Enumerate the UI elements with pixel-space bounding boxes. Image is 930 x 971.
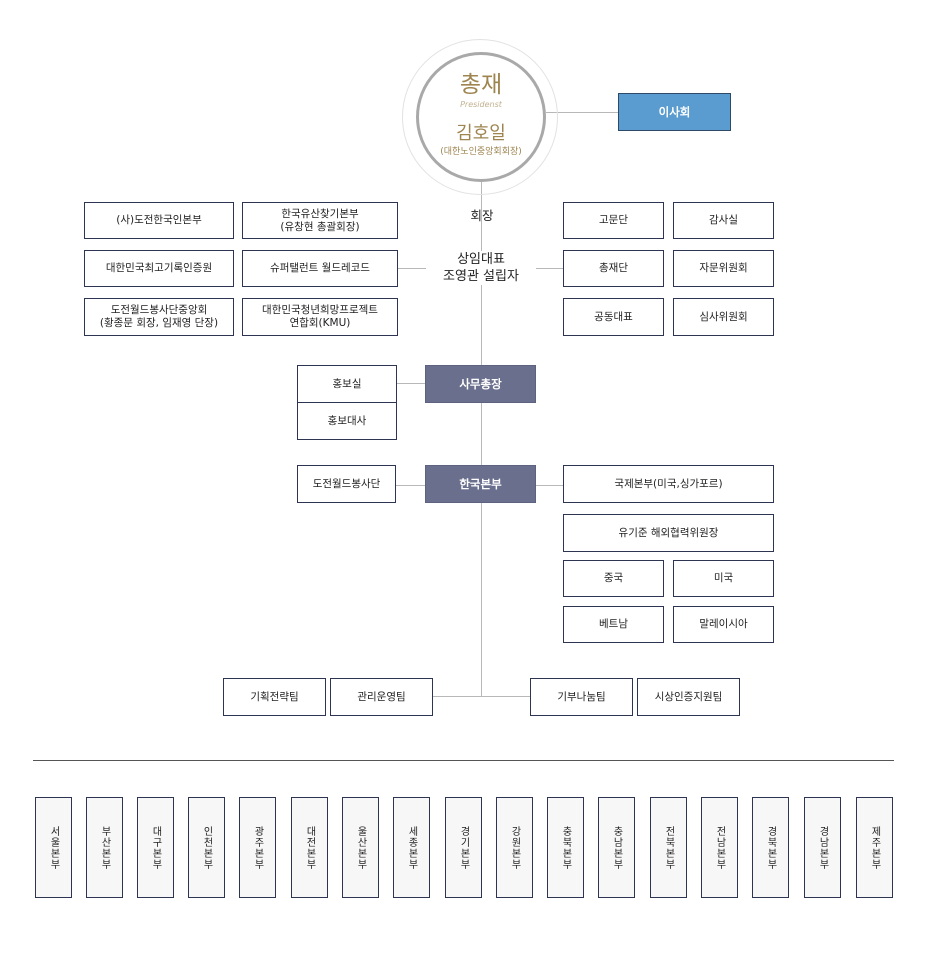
- right-org-connector: [529, 268, 563, 269]
- region-label: 전북본부: [663, 825, 674, 870]
- region-label: 경남본부: [817, 825, 828, 870]
- ceo-name: 조영관 설립자: [443, 269, 519, 284]
- chairman-label: 회장: [470, 208, 494, 223]
- org-super-talent: 슈퍼탤런트 월드레코드: [242, 250, 398, 287]
- intl-connector: [536, 485, 563, 486]
- region-label: 충북본부: [560, 825, 571, 870]
- region-jeonnam: 전남본부: [701, 797, 738, 898]
- president-role: (대한노인중앙회회장): [440, 147, 522, 157]
- president-circle: 총재 Presidenst 김호일 (대한노인중앙회회장): [416, 52, 546, 182]
- region-jeonbuk: 전북본부: [650, 797, 687, 898]
- region-sejong: 세종본부: [393, 797, 430, 898]
- org-volunteer-central: 도전월드봉사단중앙회 (황종문 회장, 임재영 단장): [84, 298, 234, 336]
- country-malaysia: 말레이시아: [673, 606, 774, 643]
- country-usa: 미국: [673, 560, 774, 597]
- region-chungnam: 충남본부: [598, 797, 635, 898]
- region-label: 울산본부: [355, 825, 366, 870]
- org-youth-hope: 대한민국청년희망프로젝트 연합회(KMU): [242, 298, 398, 336]
- left-org-connector: [398, 268, 438, 269]
- org-challenge-korean: (사)도전한국인본부: [84, 202, 234, 239]
- region-ulsan: 울산본부: [342, 797, 379, 898]
- region-incheon: 인천본부: [188, 797, 225, 898]
- region-label: 인천본부: [201, 825, 212, 870]
- org-co-representatives: 공동대표: [563, 298, 664, 336]
- country-vietnam: 베트남: [563, 606, 664, 643]
- ceo-label: 상임대표 조영관 설립자: [426, 251, 536, 285]
- region-daejeon: 대전본부: [291, 797, 328, 898]
- region-label: 경북본부: [765, 825, 776, 870]
- org-review-committee: 심사위원회: [673, 298, 774, 336]
- region-label: 전남본부: [714, 825, 725, 870]
- team-award-support: 시상인증지원팀: [637, 678, 740, 716]
- region-busan: 부산본부: [86, 797, 123, 898]
- pr-ambassador-box: 홍보대사: [297, 402, 397, 440]
- secretary-general-box: 사무총장: [425, 365, 536, 403]
- region-gyeongbuk: 경북본부: [752, 797, 789, 898]
- overseas-chair-box: 유기준 해외협력위원장: [563, 514, 774, 552]
- region-label: 대전본부: [304, 825, 315, 870]
- org-audit: 감사실: [673, 202, 774, 239]
- president-title: 총재: [459, 72, 503, 98]
- volunteer-corps-box: 도전월드봉사단: [297, 465, 396, 503]
- region-label: 충남본부: [611, 825, 622, 870]
- region-label: 강원본부: [509, 825, 520, 870]
- team-planning: 기획전략팀: [223, 678, 326, 716]
- team-connector-right: [481, 696, 530, 697]
- region-label: 경기본부: [458, 825, 469, 870]
- korea-hq-box: 한국본부: [425, 465, 536, 503]
- region-gangwon: 강원본부: [496, 797, 533, 898]
- region-label: 대구본부: [150, 825, 161, 870]
- org-record-cert: 대한민국최고기록인증원: [84, 250, 234, 287]
- region-chungbuk: 충북본부: [547, 797, 584, 898]
- president-subtitle: Presidenst: [460, 100, 502, 109]
- region-label: 제주본부: [869, 825, 880, 870]
- team-connector-left: [433, 696, 482, 697]
- region-label: 부산본부: [99, 825, 110, 870]
- region-label: 세종본부: [406, 825, 417, 870]
- country-china: 중국: [563, 560, 664, 597]
- team-management: 관리운영팀: [330, 678, 433, 716]
- org-advisors: 고문단: [563, 202, 664, 239]
- org-advisory-committee: 자문위원회: [673, 250, 774, 287]
- region-daegu: 대구본부: [137, 797, 174, 898]
- ceo-title: 상임대표: [457, 252, 505, 267]
- volunteer-connector: [396, 485, 425, 486]
- pr-office-box: 홍보실: [297, 365, 397, 403]
- region-label: 광주본부: [252, 825, 263, 870]
- region-gyeongnam: 경남본부: [804, 797, 841, 898]
- section-divider: [33, 760, 894, 761]
- region-label: 서울본부: [48, 825, 59, 870]
- region-jeju: 제주본부: [856, 797, 893, 898]
- org-heritage-finder: 한국유산찾기본부 (유창현 총괄회장): [242, 202, 398, 239]
- org-president-group: 총재단: [563, 250, 664, 287]
- region-seoul: 서울본부: [35, 797, 72, 898]
- pr-connector: [397, 383, 425, 384]
- main-trunk-line: [481, 182, 482, 696]
- board-connector: [546, 112, 618, 113]
- region-gwangju: 광주본부: [239, 797, 276, 898]
- team-donation: 기부나눔팀: [530, 678, 633, 716]
- board-box: 이사회: [618, 93, 731, 131]
- region-gyeonggi: 경기본부: [445, 797, 482, 898]
- president-halo: [402, 39, 558, 195]
- president-name: 김호일: [456, 123, 506, 144]
- intl-hq-box: 국제본부(미국,싱가포르): [563, 465, 774, 503]
